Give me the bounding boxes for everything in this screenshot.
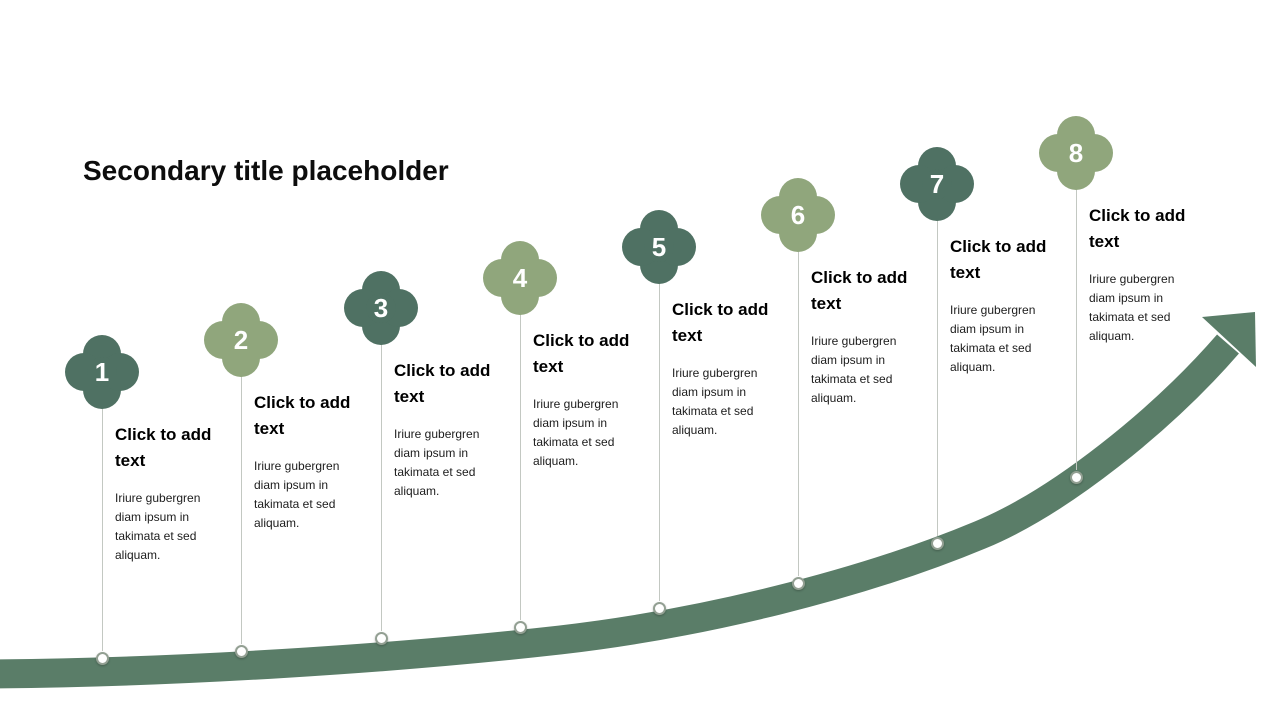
- step-badge[interactable]: 7: [900, 147, 974, 221]
- step-badge[interactable]: 8: [1039, 116, 1113, 190]
- badge-petal-icon: [783, 200, 813, 230]
- badge-petal-icon: [922, 169, 952, 199]
- curve-marker: [234, 644, 248, 658]
- item-body[interactable]: Iriure gubergren diam ipsum in takimata …: [533, 397, 619, 468]
- step-badge[interactable]: 3: [344, 271, 418, 345]
- badge-petal-icon: [1061, 138, 1091, 168]
- step-number: 6: [790, 199, 806, 230]
- item-body[interactable]: Iriure gubergren diam ipsum in takimata …: [1089, 272, 1175, 343]
- item-heading[interactable]: Click to add text: [1089, 206, 1186, 251]
- item-heading[interactable]: Click to add text: [950, 237, 1047, 282]
- curve-marker: [930, 536, 944, 550]
- item-heading[interactable]: Click to add text: [254, 393, 351, 438]
- item-body[interactable]: Iriure gubergren diam ipsum in takimata …: [254, 459, 340, 530]
- item-body[interactable]: Iriure gubergren diam ipsum in takimata …: [672, 366, 758, 437]
- item-text-block: Click to add text Iriure gubergren diam …: [533, 328, 641, 471]
- connector-line: [797, 248, 799, 576]
- item-body[interactable]: Iriure gubergren diam ipsum in takimata …: [811, 334, 897, 405]
- item-text-block: Click to add text Iriure gubergren diam …: [950, 234, 1058, 377]
- curve-marker: [513, 620, 527, 634]
- item-text-block: Click to add text Iriure gubergren diam …: [672, 297, 780, 440]
- item-heading[interactable]: Click to add text: [811, 268, 908, 313]
- connector-line: [658, 280, 660, 601]
- slide-title[interactable]: Secondary title placeholder: [83, 155, 449, 186]
- step-badge[interactable]: 4: [483, 241, 557, 315]
- connector-line: [936, 217, 938, 536]
- curve-marker: [95, 651, 109, 665]
- item-text-block: Click to add text Iriure gubergren diam …: [811, 265, 919, 408]
- badge-petal-icon: [87, 357, 117, 387]
- item-body[interactable]: Iriure gubergren diam ipsum in takimata …: [115, 491, 201, 562]
- step-number: 5: [651, 231, 667, 262]
- item-text-block: Click to add text Iriure gubergren diam …: [394, 358, 502, 501]
- step-number: 3: [373, 292, 389, 323]
- step-badge[interactable]: 2: [204, 303, 278, 377]
- connector-line: [101, 405, 103, 651]
- item-body[interactable]: Iriure gubergren diam ipsum in takimata …: [950, 303, 1036, 374]
- step-badge[interactable]: 1: [65, 335, 139, 409]
- badge-petal-icon: [366, 293, 396, 323]
- connector-line: [1075, 186, 1077, 470]
- step-badge[interactable]: 6: [761, 178, 835, 252]
- step-number: 8: [1068, 137, 1084, 168]
- step-number: 2: [233, 324, 249, 355]
- item-heading[interactable]: Click to add text: [394, 361, 491, 406]
- curve-marker: [1069, 470, 1083, 484]
- step-number: 1: [94, 356, 110, 387]
- badge-petal-icon: [644, 232, 674, 262]
- connector-line: [519, 311, 521, 620]
- step-badge[interactable]: 5: [622, 210, 696, 284]
- curve-marker: [374, 631, 388, 645]
- badge-petal-icon: [226, 325, 256, 355]
- item-heading[interactable]: Click to add text: [115, 425, 212, 470]
- curve-marker: [652, 601, 666, 615]
- item-heading[interactable]: Click to add text: [672, 300, 769, 345]
- item-body[interactable]: Iriure gubergren diam ipsum in takimata …: [394, 427, 480, 498]
- item-text-block: Click to add text Iriure gubergren diam …: [1089, 203, 1197, 346]
- arrowhead: [1202, 312, 1256, 367]
- badge-petal-icon: [505, 263, 535, 293]
- step-number: 4: [512, 262, 528, 293]
- item-text-block: Click to add text Iriure gubergren diam …: [254, 390, 362, 533]
- curve-marker: [791, 576, 805, 590]
- connector-line: [380, 341, 382, 631]
- item-heading[interactable]: Click to add text: [533, 331, 630, 376]
- item-text-block: Click to add text Iriure gubergren diam …: [115, 422, 223, 565]
- step-number: 7: [929, 168, 945, 199]
- connector-line: [240, 373, 242, 644]
- growth-curve: [0, 334, 1239, 689]
